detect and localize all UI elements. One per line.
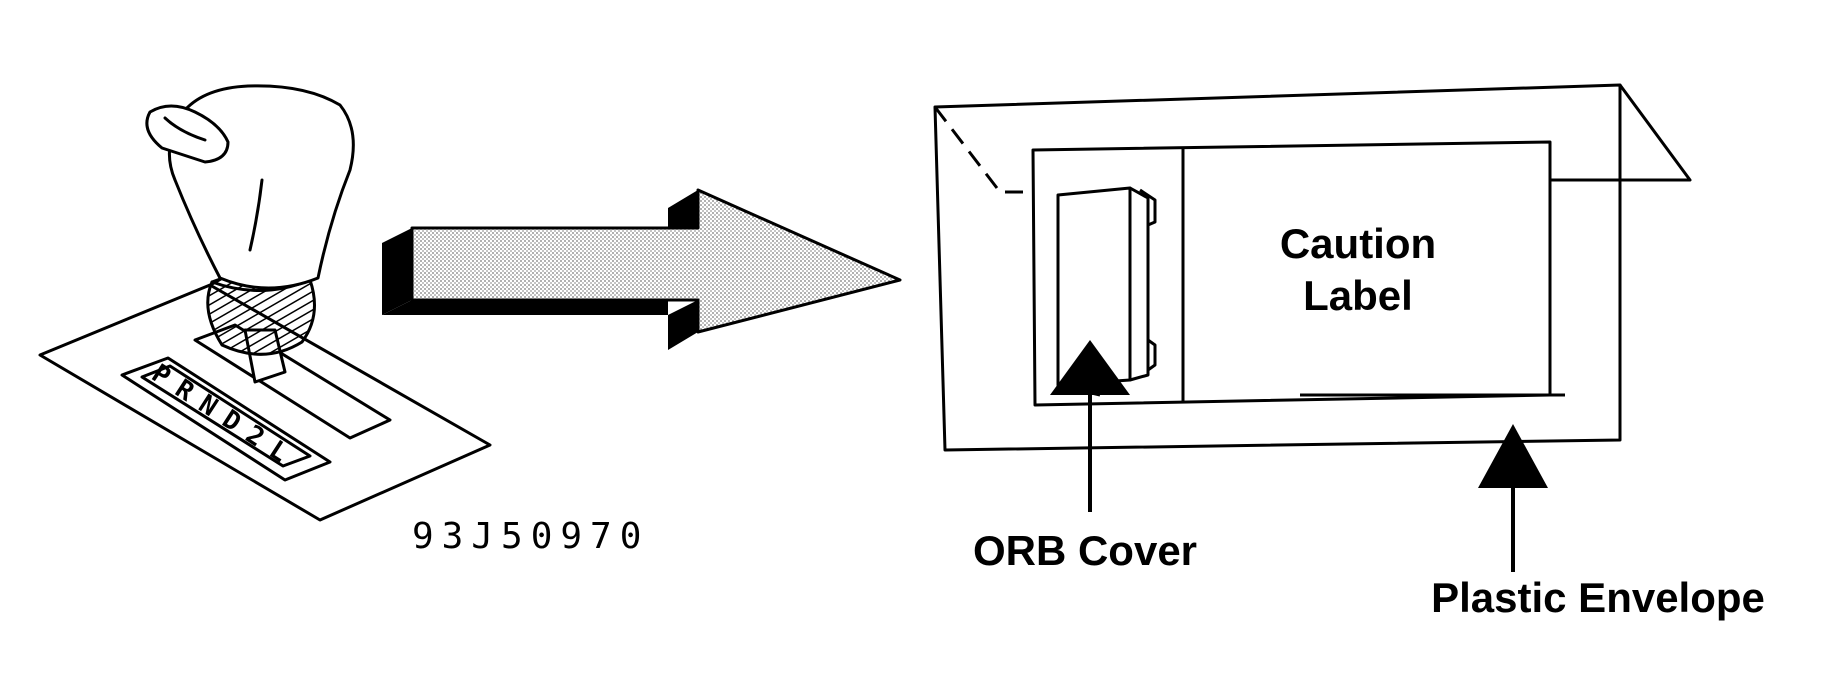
orb-cover-label: ORB Cover	[973, 527, 1197, 574]
direction-arrow	[382, 188, 902, 350]
plastic-envelope-label: Plastic Envelope	[1431, 574, 1765, 621]
shift-base-plate	[38, 283, 492, 522]
caution-label-line1: Caution	[1280, 220, 1436, 267]
figure-code: 93J50970	[412, 516, 649, 557]
shift-lever-illustration	[38, 84, 492, 522]
caution-label-line2: Label	[1303, 272, 1413, 319]
envelope-fold-line	[933, 106, 1035, 194]
orb-cover-pointer	[1050, 340, 1130, 512]
plastic-envelope-pointer	[1478, 424, 1548, 572]
plastic-envelope-illustration	[933, 83, 1692, 452]
